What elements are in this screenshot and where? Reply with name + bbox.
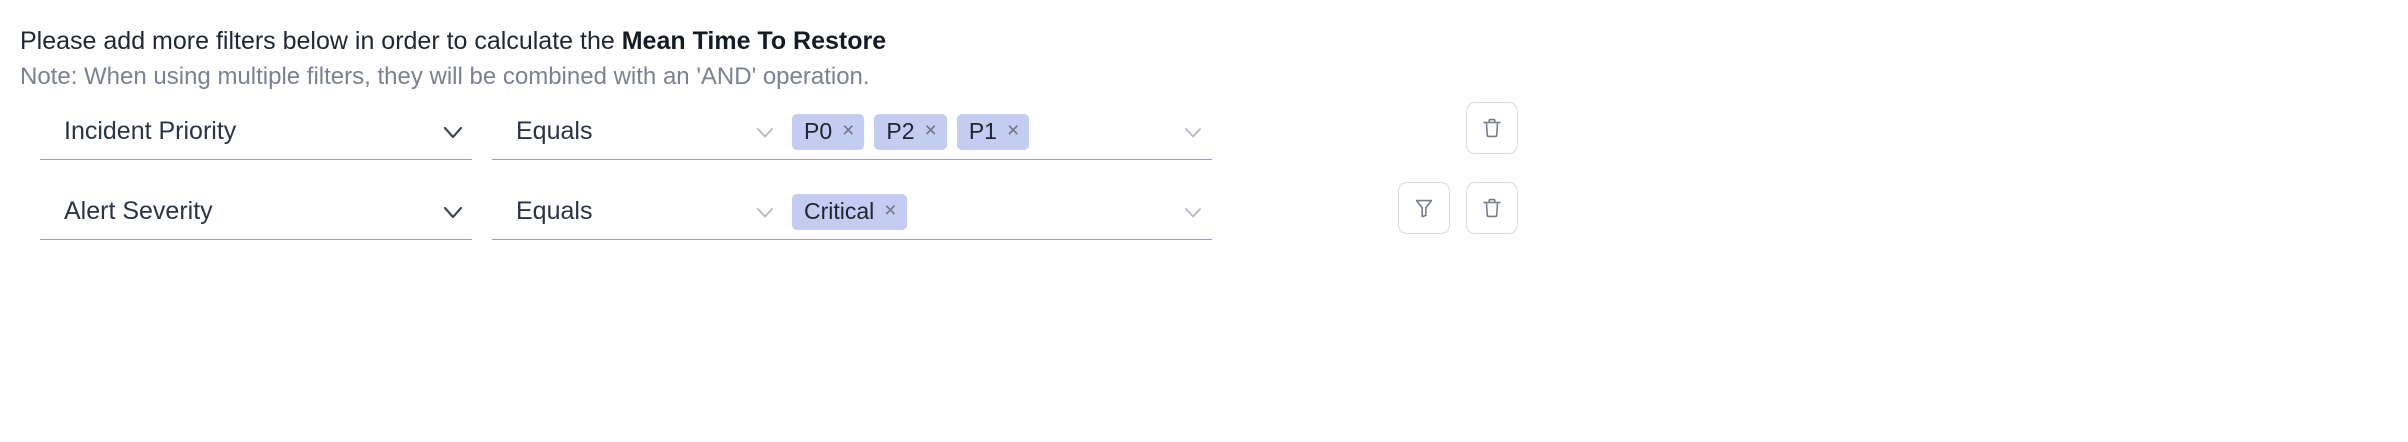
value-chip[interactable]: P1 ×: [956, 113, 1030, 150]
delete-filter-button[interactable]: [1466, 102, 1518, 154]
chevron-down-icon[interactable]: [752, 119, 778, 145]
chevron-down-icon[interactable]: [1180, 199, 1206, 225]
trash-icon: [1483, 118, 1501, 138]
filter-row: Incident Priority Equals P0 ×: [0, 102, 2408, 184]
filter-values-select[interactable]: P0 × P2 × P1 ×: [784, 104, 1212, 160]
instruction-text: Please add more filters below in order t…: [20, 27, 622, 55]
filter-value-chips: Critical ×: [792, 193, 907, 230]
filter-field-value: Incident Priority: [64, 117, 237, 145]
chevron-down-icon[interactable]: [440, 119, 466, 145]
filter-row-actions: [1466, 102, 1518, 162]
funnel-icon: [1415, 199, 1433, 218]
filter-operator-value: Equals: [516, 117, 593, 145]
trash-icon: [1483, 198, 1501, 218]
delete-filter-button[interactable]: [1466, 182, 1518, 234]
filter-operator-select[interactable]: Equals: [492, 104, 784, 160]
filter-field-select[interactable]: Alert Severity: [40, 184, 472, 240]
chevron-down-icon[interactable]: [1180, 119, 1206, 145]
value-chip[interactable]: P0 ×: [792, 113, 865, 150]
metric-name: Mean Time To Restore: [621, 27, 887, 55]
add-filter-button[interactable]: [1398, 182, 1450, 234]
filter-rows: Incident Priority Equals P0 ×: [0, 102, 2408, 264]
chevron-down-icon[interactable]: [752, 199, 778, 225]
value-chip-label: P2: [886, 118, 915, 144]
filter-row-actions: [1398, 182, 1518, 242]
close-icon[interactable]: ×: [1006, 119, 1020, 142]
value-chip[interactable]: Critical ×: [792, 193, 907, 230]
chevron-down-icon[interactable]: [440, 199, 466, 225]
filter-field-select[interactable]: Incident Priority: [40, 104, 472, 160]
value-chip[interactable]: P2 ×: [874, 113, 947, 150]
filter-value-chips: P0 × P2 × P1 ×: [792, 113, 1030, 150]
close-icon[interactable]: ×: [884, 199, 897, 222]
filter-field-value: Alert Severity: [64, 197, 213, 225]
value-chip-label: Critical: [804, 198, 875, 224]
value-chip-label: P0: [804, 118, 833, 144]
close-icon[interactable]: ×: [842, 119, 855, 142]
page-title: Please add more filters below in order t…: [20, 26, 886, 56]
filter-operator-value: Equals: [516, 197, 593, 225]
close-icon[interactable]: ×: [924, 119, 937, 142]
filter-row: Alert Severity Equals Critical ×: [0, 182, 2408, 264]
filter-operator-select[interactable]: Equals: [492, 184, 784, 240]
note-text: Note: When using multiple filters, they …: [20, 63, 870, 90]
filter-values-select[interactable]: Critical ×: [784, 184, 1212, 240]
value-chip-label: P1: [968, 118, 997, 144]
